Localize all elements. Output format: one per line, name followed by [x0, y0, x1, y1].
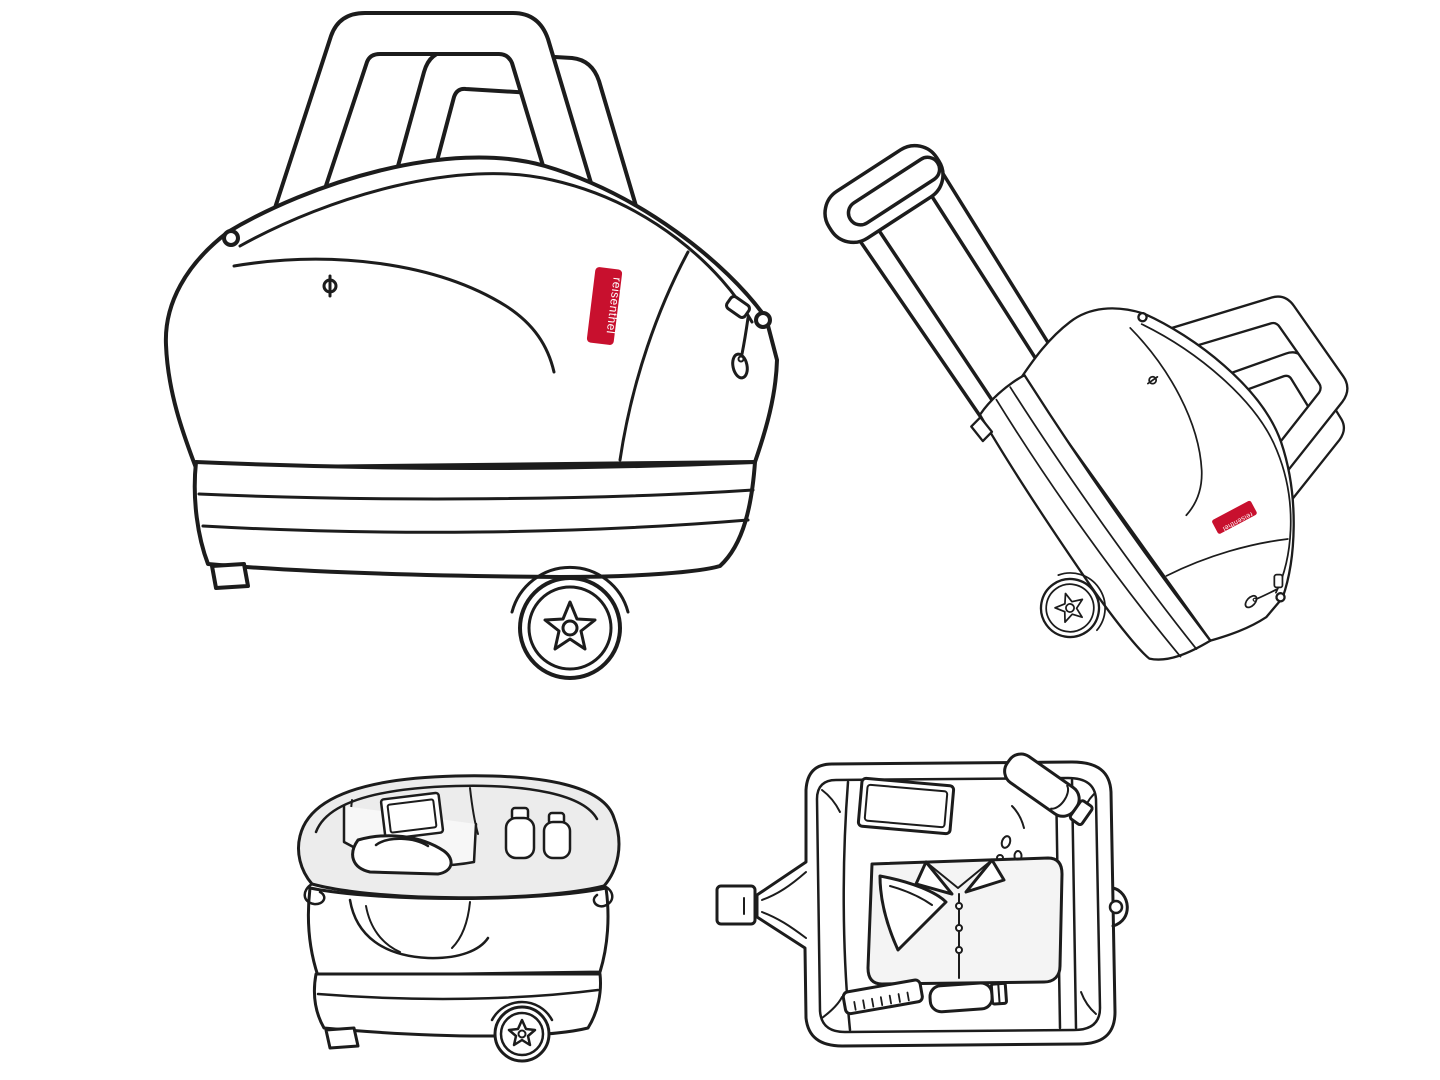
travel-iron [351, 834, 453, 876]
inner-rim [815, 776, 1102, 1034]
toiletry-tube [928, 981, 1008, 1014]
view-open-interior [297, 774, 621, 1063]
interior-fold-1 [469, 787, 479, 835]
shirt-button [955, 946, 963, 954]
shirt-collar [914, 860, 954, 896]
side-knob [1108, 886, 1129, 928]
view-packed-top [715, 752, 1129, 1048]
open-bag-foot [324, 1026, 360, 1050]
water-bottle [1003, 752, 1094, 827]
flap-fold-top [761, 871, 807, 901]
open-bag-base [312, 972, 602, 1050]
shirt-button [955, 902, 963, 910]
telescopic-grip [823, 143, 945, 245]
bottles [504, 806, 572, 860]
notebook [379, 791, 445, 841]
rim-curl-right [592, 884, 614, 908]
open-bag-front-face [306, 886, 610, 978]
bag-side-view-drawing [163, 11, 780, 680]
open-bag-wheel [490, 1000, 554, 1063]
comb [841, 978, 924, 1016]
rim-inner-line [314, 784, 599, 834]
shoe-horn [878, 874, 948, 952]
rim-curl-left [303, 882, 326, 906]
closure-tab [715, 884, 757, 926]
flap-fold-bottom [761, 911, 807, 939]
view-bag-side [163, 11, 780, 680]
book [856, 776, 956, 836]
shirt-button [955, 924, 963, 932]
view-trolley-mode [823, 143, 1433, 725]
